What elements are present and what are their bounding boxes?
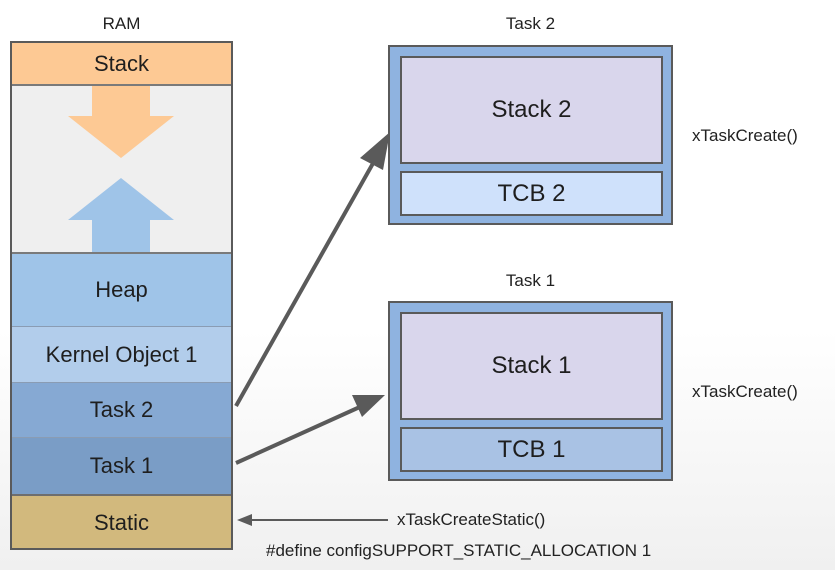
task2-box: Stack 2 TCB 2 [388, 45, 673, 225]
task1-api-label: xTaskCreate() [692, 382, 798, 401]
task2-stack-label: Stack 2 [491, 96, 572, 123]
ram-segment-task2: Task 2 [12, 382, 231, 437]
ram-segment-kernel-object: Kernel Object 1 [12, 326, 231, 382]
ram-segment-static: Static [12, 494, 231, 548]
heap-grows-up-arrow-icon [68, 178, 174, 252]
task1-stack-region: Stack 1 [400, 312, 663, 420]
define-config-label: #define configSUPPORT_STATIC_ALLOCATION … [266, 541, 652, 560]
ram-block: Stack Heap Kernel Object 1 Task 2 Task 1… [10, 41, 233, 550]
ram-segment-task1: Task 1 [12, 437, 231, 494]
task2-title: Task 2 [505, 14, 556, 33]
task2-to-box-arrow-icon [234, 132, 390, 407]
ram-segment-static-label: Static [93, 510, 150, 535]
ram-segment-stack: Stack [12, 43, 231, 86]
ram-segment-heap: Heap [12, 252, 231, 326]
ram-segment-heap-label: Heap [95, 277, 148, 302]
task1-to-box-arrow-icon [235, 395, 385, 465]
ram-segment-stack-label: Stack [93, 50, 150, 76]
task2-tcb-label: TCB 2 [497, 179, 566, 207]
static-pointer-arrow-icon [237, 514, 388, 526]
growth-arrows [68, 86, 174, 252]
ram-segment-task1-label: Task 1 [89, 453, 154, 478]
task1-tcb-region: TCB 1 [400, 427, 663, 472]
task1-box: Stack 1 TCB 1 [388, 301, 673, 481]
ram-title: RAM [102, 14, 141, 33]
task1-stack-label: Stack 1 [491, 352, 572, 379]
static-api-label: xTaskCreateStatic() [397, 510, 546, 529]
stack-grows-down-arrow-icon [68, 86, 174, 158]
task1-tcb-label: TCB 1 [497, 435, 566, 463]
ram-segment-task2-label: Task 2 [89, 397, 154, 422]
task2-tcb-region: TCB 2 [400, 171, 663, 216]
ram-segment-kernel-object-label: Kernel Object 1 [45, 341, 198, 367]
task2-api-label: xTaskCreate() [692, 126, 798, 145]
task1-title: Task 1 [505, 271, 556, 290]
task2-stack-region: Stack 2 [400, 56, 663, 164]
